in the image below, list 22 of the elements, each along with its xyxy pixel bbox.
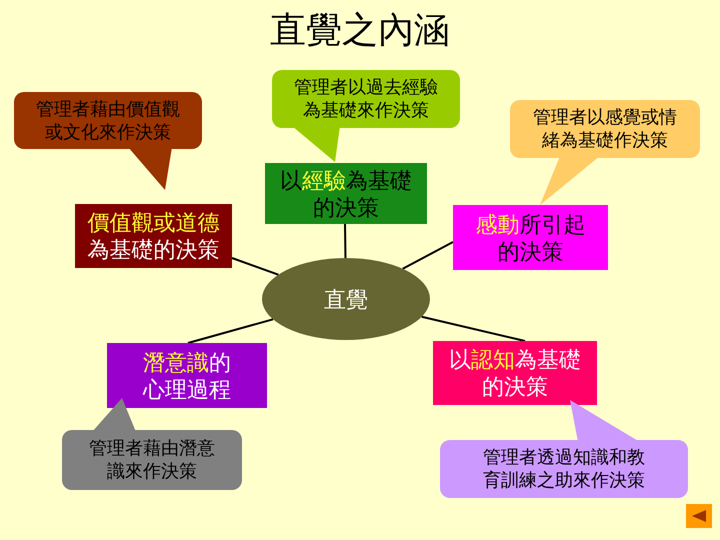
connector-line	[402, 241, 454, 270]
box-text: 以經驗為基礎的決策	[279, 166, 413, 220]
box-text: 以認知為基礎的決策	[448, 346, 582, 400]
concept-box	[265, 163, 427, 224]
bubble-text: 管理者以感覺或情緒為基礎作決策	[532, 106, 678, 152]
connector-line	[421, 316, 526, 342]
box-text: 價值觀或道德為基礎的決策	[86, 209, 220, 263]
concept-box	[433, 341, 597, 405]
concept-box	[107, 343, 267, 408]
ellipse-text: 直覺	[324, 286, 368, 312]
title: 直覺之內涵	[269, 9, 451, 52]
connector-line	[232, 257, 279, 276]
connector-line	[188, 318, 274, 344]
connector-line	[344, 224, 346, 258]
box-text: 感動所引起的決策	[474, 210, 586, 264]
bubble-text: 管理者藉由潛意識來作決策	[88, 437, 216, 483]
box-text: 潛意識的心理過程	[142, 348, 232, 402]
bubble-text: 管理者藉由價值觀或文化來作決策	[35, 98, 181, 144]
bubble-text: 管理者以過去經驗為基礎來作決策	[293, 76, 439, 122]
concept-box	[453, 205, 608, 270]
concept-box	[75, 204, 232, 268]
bubble-text: 管理者透過知識和教育訓練之助來作決策	[482, 446, 646, 492]
